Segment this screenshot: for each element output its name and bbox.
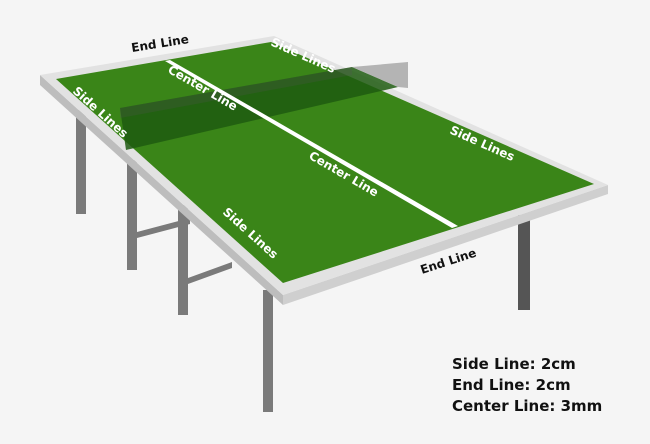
crossbar	[188, 262, 232, 284]
legend-end-line: End Line: 2cm	[452, 376, 571, 394]
net-top	[120, 67, 352, 118]
line-width-legend: Side Line: 2cm End Line: 2cm Center Line…	[452, 354, 602, 417]
end-line-back-label: End Line	[130, 32, 189, 55]
legend-side-line: Side Line: 2cm	[452, 355, 576, 373]
leg	[263, 290, 273, 412]
leg	[76, 110, 86, 214]
center-line	[165, 60, 458, 228]
net-shadow	[120, 67, 398, 150]
table-edge-front	[283, 185, 608, 305]
legend-center-line: Center Line: 3mm	[452, 397, 603, 415]
leg	[127, 160, 137, 270]
leg	[518, 215, 530, 310]
net	[352, 62, 408, 88]
table-legs	[76, 110, 530, 412]
leg	[178, 205, 188, 315]
table-edge-left	[40, 75, 283, 305]
crossbar	[137, 218, 190, 238]
